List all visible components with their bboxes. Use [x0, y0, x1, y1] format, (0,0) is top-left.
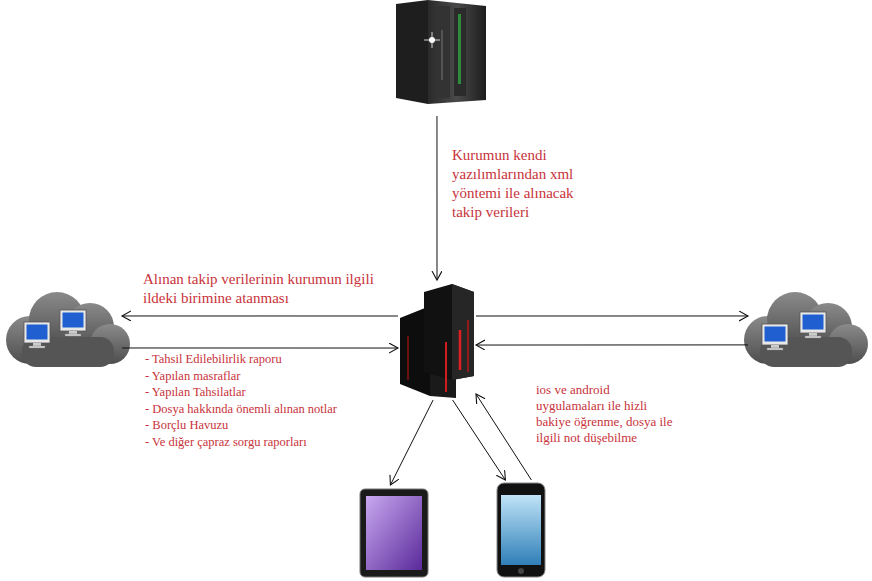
connector-arrow: [453, 400, 506, 480]
connector-arrow: [390, 400, 433, 485]
cloud-network: [744, 292, 868, 367]
cloud-network: [6, 292, 130, 367]
edge-label: Alınan takip verilerinin kurumun ilgili …: [143, 270, 405, 308]
edge-label: Kurumun kendi yazılımlarından xml yöntem…: [452, 146, 602, 222]
illustration-node: [392, 0, 490, 116]
report-list: - Tahsil Edilebilirlik raporu- Yapılan m…: [145, 351, 337, 451]
list-item: - Yapılan masraflar: [145, 368, 337, 385]
connector-arrow: [436, 116, 437, 280]
list-item: - Ve diğer çapraz sorgu raporları: [145, 434, 337, 451]
list-item: - Tahsil Edilebilirlik raporu: [145, 351, 337, 368]
tablet: [360, 489, 428, 577]
edge-label: ios ve android uygulamaları ile hizli ba…: [536, 382, 676, 446]
list-item: - Borçlu Havuzu: [145, 417, 337, 434]
connector-arrow: [476, 344, 748, 345]
connector-arrow: [476, 394, 531, 480]
central-server: [400, 284, 474, 398]
illustration-node: [495, 480, 547, 578]
illustration-node: [398, 280, 476, 400]
connector-arrow: [122, 347, 398, 348]
illustration-node: [0, 280, 122, 390]
phone: [497, 483, 545, 577]
list-item: - Dosya hakkında önemli alınan notlar: [145, 401, 337, 418]
illustration-node: [358, 485, 430, 579]
server-rack: [396, 0, 486, 104]
connector-arrow: [122, 315, 398, 316]
connector-arrow: [476, 315, 748, 316]
illustration-node: [748, 280, 872, 390]
list-item: - Yapılan Tahsilatlar: [145, 384, 337, 401]
